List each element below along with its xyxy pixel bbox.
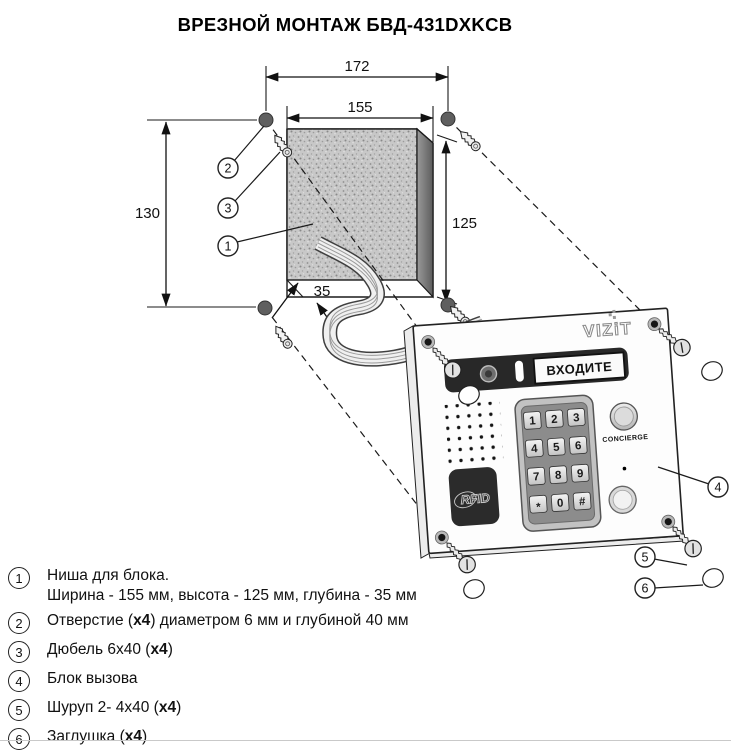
svg-text:3: 3: [573, 412, 580, 424]
legend-num-1: 1: [8, 567, 30, 589]
entry-panel: VIZiT ВХОДИТЕ 1: [412, 307, 684, 555]
legend-item-1: 1 Ниша для блока. Ширина - 155 мм, высот…: [8, 566, 568, 606]
key-9[interactable]: 9: [570, 463, 590, 483]
dimension-labels: 172 155 130 125 35: [135, 58, 477, 300]
concierge-label: CONCIERGE: [602, 434, 648, 444]
dim-label-35: 35: [314, 283, 331, 300]
cap-top-right: [698, 357, 726, 385]
legend-item-6: 6 Заглушка (x4): [8, 727, 568, 750]
bottom-divider: [0, 740, 731, 741]
svg-text:4: 4: [531, 443, 539, 455]
speaker-grille: [444, 401, 504, 468]
key-3[interactable]: 3: [566, 408, 586, 427]
wall-hole-top-left: [258, 112, 274, 128]
dimension-lines: [161, 72, 451, 328]
callout-leaders: [233, 125, 710, 589]
svg-text:5: 5: [642, 551, 649, 565]
legend-num-5: 5: [8, 699, 30, 721]
dim-label-130: 130: [135, 205, 160, 222]
callout-2: 2: [217, 157, 239, 179]
key-4[interactable]: 4: [525, 439, 544, 458]
svg-text:1: 1: [225, 240, 232, 254]
key-7[interactable]: 7: [526, 466, 546, 486]
panel-screw-hole-top-left: [420, 334, 436, 350]
key-1[interactable]: 1: [523, 411, 542, 430]
svg-text:8: 8: [555, 469, 563, 481]
svg-text:1: 1: [529, 415, 537, 427]
callout-5: 5: [634, 546, 656, 568]
cap-bottom-right: [699, 564, 727, 592]
key-hash[interactable]: #: [572, 491, 592, 511]
legend-text-1-line2: Ширина - 155 мм, высота - 125 мм, глубин…: [47, 587, 417, 604]
panel-screw-hole-bottom-right: [660, 514, 676, 530]
svg-text:2: 2: [551, 414, 558, 426]
legend-text-1-line1: Ниша для блока.: [47, 567, 170, 584]
key-8[interactable]: 8: [548, 465, 568, 485]
svg-text:5: 5: [553, 442, 561, 454]
wall-hole-bottom-left: [257, 300, 273, 316]
legend-num-2: 2: [8, 612, 30, 634]
key-6[interactable]: 6: [568, 435, 588, 455]
rfid-label: RFID: [460, 491, 490, 507]
callout-4: 4: [707, 476, 729, 498]
dim-arrow-35a: [271, 282, 299, 319]
legend-text-1: Ниша для блока. Ширина - 155 мм, высота …: [47, 566, 417, 606]
legend-text-5: Шуруп 2- 4x40 (x4): [47, 699, 182, 716]
svg-text:6: 6: [642, 582, 649, 596]
legend-item-4: 4 Блок вызова: [8, 669, 568, 692]
callout-3: 3: [217, 197, 239, 219]
display-text: ВХОДИТЕ: [546, 359, 613, 379]
rfid-reader: RFID: [448, 467, 500, 527]
legend-item-5: 5 Шуруп 2- 4x40 (x4): [8, 698, 568, 721]
dowel-top-right: [456, 127, 483, 154]
legend-text-6: Заглушка (x4): [47, 728, 148, 745]
key-5[interactable]: 5: [546, 437, 566, 457]
dim-label-172: 172: [344, 58, 369, 75]
svg-text:9: 9: [577, 468, 584, 480]
niche-block: [286, 127, 434, 299]
dim-label-155: 155: [347, 99, 372, 116]
dowel-bottom-left: [271, 323, 295, 351]
camera-lens-center: [484, 370, 493, 378]
extension-lines: [147, 66, 458, 308]
brand-logo-text: VIZiT: [583, 319, 633, 341]
legend-num-3: 3: [8, 641, 30, 663]
callout-6: 6: [634, 577, 656, 599]
svg-text:0: 0: [557, 497, 564, 509]
key-star[interactable]: *: [528, 494, 548, 514]
keypad: 1 2 3 4 5 6 7 8 9 * 0 #: [514, 394, 602, 532]
legend-item-3: 3 Дюбель 6x40 (x4): [8, 640, 568, 663]
camera-display-bar: ВХОДИТЕ: [443, 347, 629, 393]
light-slot: [514, 360, 524, 382]
callout-1: 1: [217, 235, 239, 257]
legend-item-2: 2 Отверстие (x4) диаметром 6 мм и глубин…: [8, 611, 568, 634]
dim-label-125: 125: [452, 215, 477, 232]
concierge-button[interactable]: [609, 402, 638, 431]
legend: 1 Ниша для блока. Ширина - 155 мм, высот…: [8, 566, 568, 750]
legend-num-4: 4: [8, 670, 30, 692]
key-0[interactable]: 0: [550, 493, 570, 512]
svg-text:*: *: [536, 502, 542, 514]
call-button[interactable]: [608, 485, 637, 514]
svg-text:6: 6: [575, 440, 582, 452]
legend-text-4: Блок вызова: [47, 670, 138, 687]
display-window: [532, 351, 627, 385]
svg-text:4: 4: [715, 481, 722, 495]
svg-text:3: 3: [225, 202, 232, 216]
svg-text:2: 2: [225, 162, 232, 176]
legend-num-6: 6: [8, 728, 30, 750]
wall-hole-top-right: [440, 111, 456, 127]
svg-text:#: #: [579, 496, 587, 508]
brand-logo: VIZiT: [582, 309, 633, 342]
legend-text-3: Дюбель 6x40 (x4): [47, 641, 173, 658]
key-2[interactable]: 2: [545, 409, 564, 429]
niche-side-face: [416, 127, 434, 299]
svg-text:7: 7: [533, 471, 540, 483]
page-title: ВРЕЗНОЙ МОНТАЖ БВД-431DXKCB: [177, 14, 513, 35]
microphone-hole: [622, 466, 627, 471]
legend-text-2: Отверстие (x4) диаметром 6 мм и глубиной…: [47, 612, 409, 629]
panel-screw-hole-bottom-left: [434, 530, 450, 545]
callout-bubbles: 2 3 1 4 5 6: [217, 157, 729, 599]
